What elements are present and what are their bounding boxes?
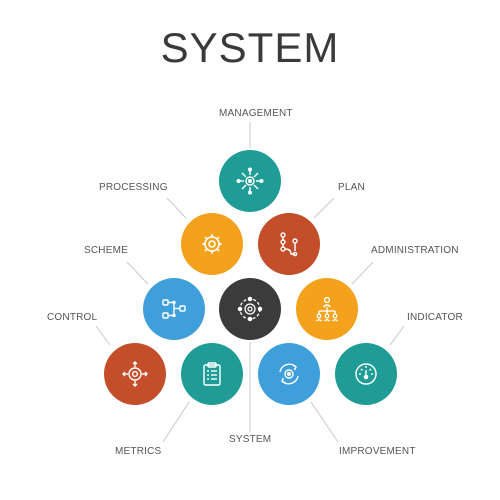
connector-improvement [310, 401, 339, 443]
node-plan [258, 213, 320, 275]
label-management: MANAGEMENT [219, 108, 293, 119]
node-system [219, 278, 281, 340]
hierarchy-icon [316, 296, 338, 322]
scheme-nodes-icon [162, 299, 186, 319]
connector-plan [313, 197, 335, 219]
page-title: SYSTEM [160, 24, 340, 71]
node-management [219, 150, 281, 212]
connector-metrics [162, 401, 190, 443]
node-metrics [181, 343, 243, 405]
gauge-icon [355, 363, 377, 385]
label-control: CONTROL [47, 312, 98, 323]
flow-steps-icon [280, 232, 298, 257]
connector-control [95, 325, 111, 346]
label-indicator: INDICATOR [407, 312, 463, 323]
label-administration: ADMINISTRATION [371, 245, 459, 256]
clipboard-icon [203, 362, 221, 386]
label-plan: PLAN [338, 182, 365, 193]
label-metrics: METRICS [115, 446, 162, 457]
connector-administration [351, 261, 374, 285]
node-control [104, 343, 166, 405]
gear-icon [202, 234, 222, 254]
label-processing: PROCESSING [99, 182, 168, 193]
connector-scheme [126, 261, 149, 285]
node-processing [181, 213, 243, 275]
connector-processing [166, 197, 187, 219]
node-indicator [335, 343, 397, 405]
cycle-gear-icon [279, 363, 299, 385]
connector-indicator [389, 325, 405, 346]
node-administration [296, 278, 358, 340]
system-gear-icon [237, 296, 263, 322]
node-improvement [258, 343, 320, 405]
label-scheme: SCHEME [84, 245, 128, 256]
node-scheme [143, 278, 205, 340]
network-gear-icon [236, 167, 264, 195]
control-gear-icon [122, 361, 148, 387]
label-system: SYSTEM [229, 434, 272, 445]
label-improvement: IMPROVEMENT [339, 446, 416, 457]
